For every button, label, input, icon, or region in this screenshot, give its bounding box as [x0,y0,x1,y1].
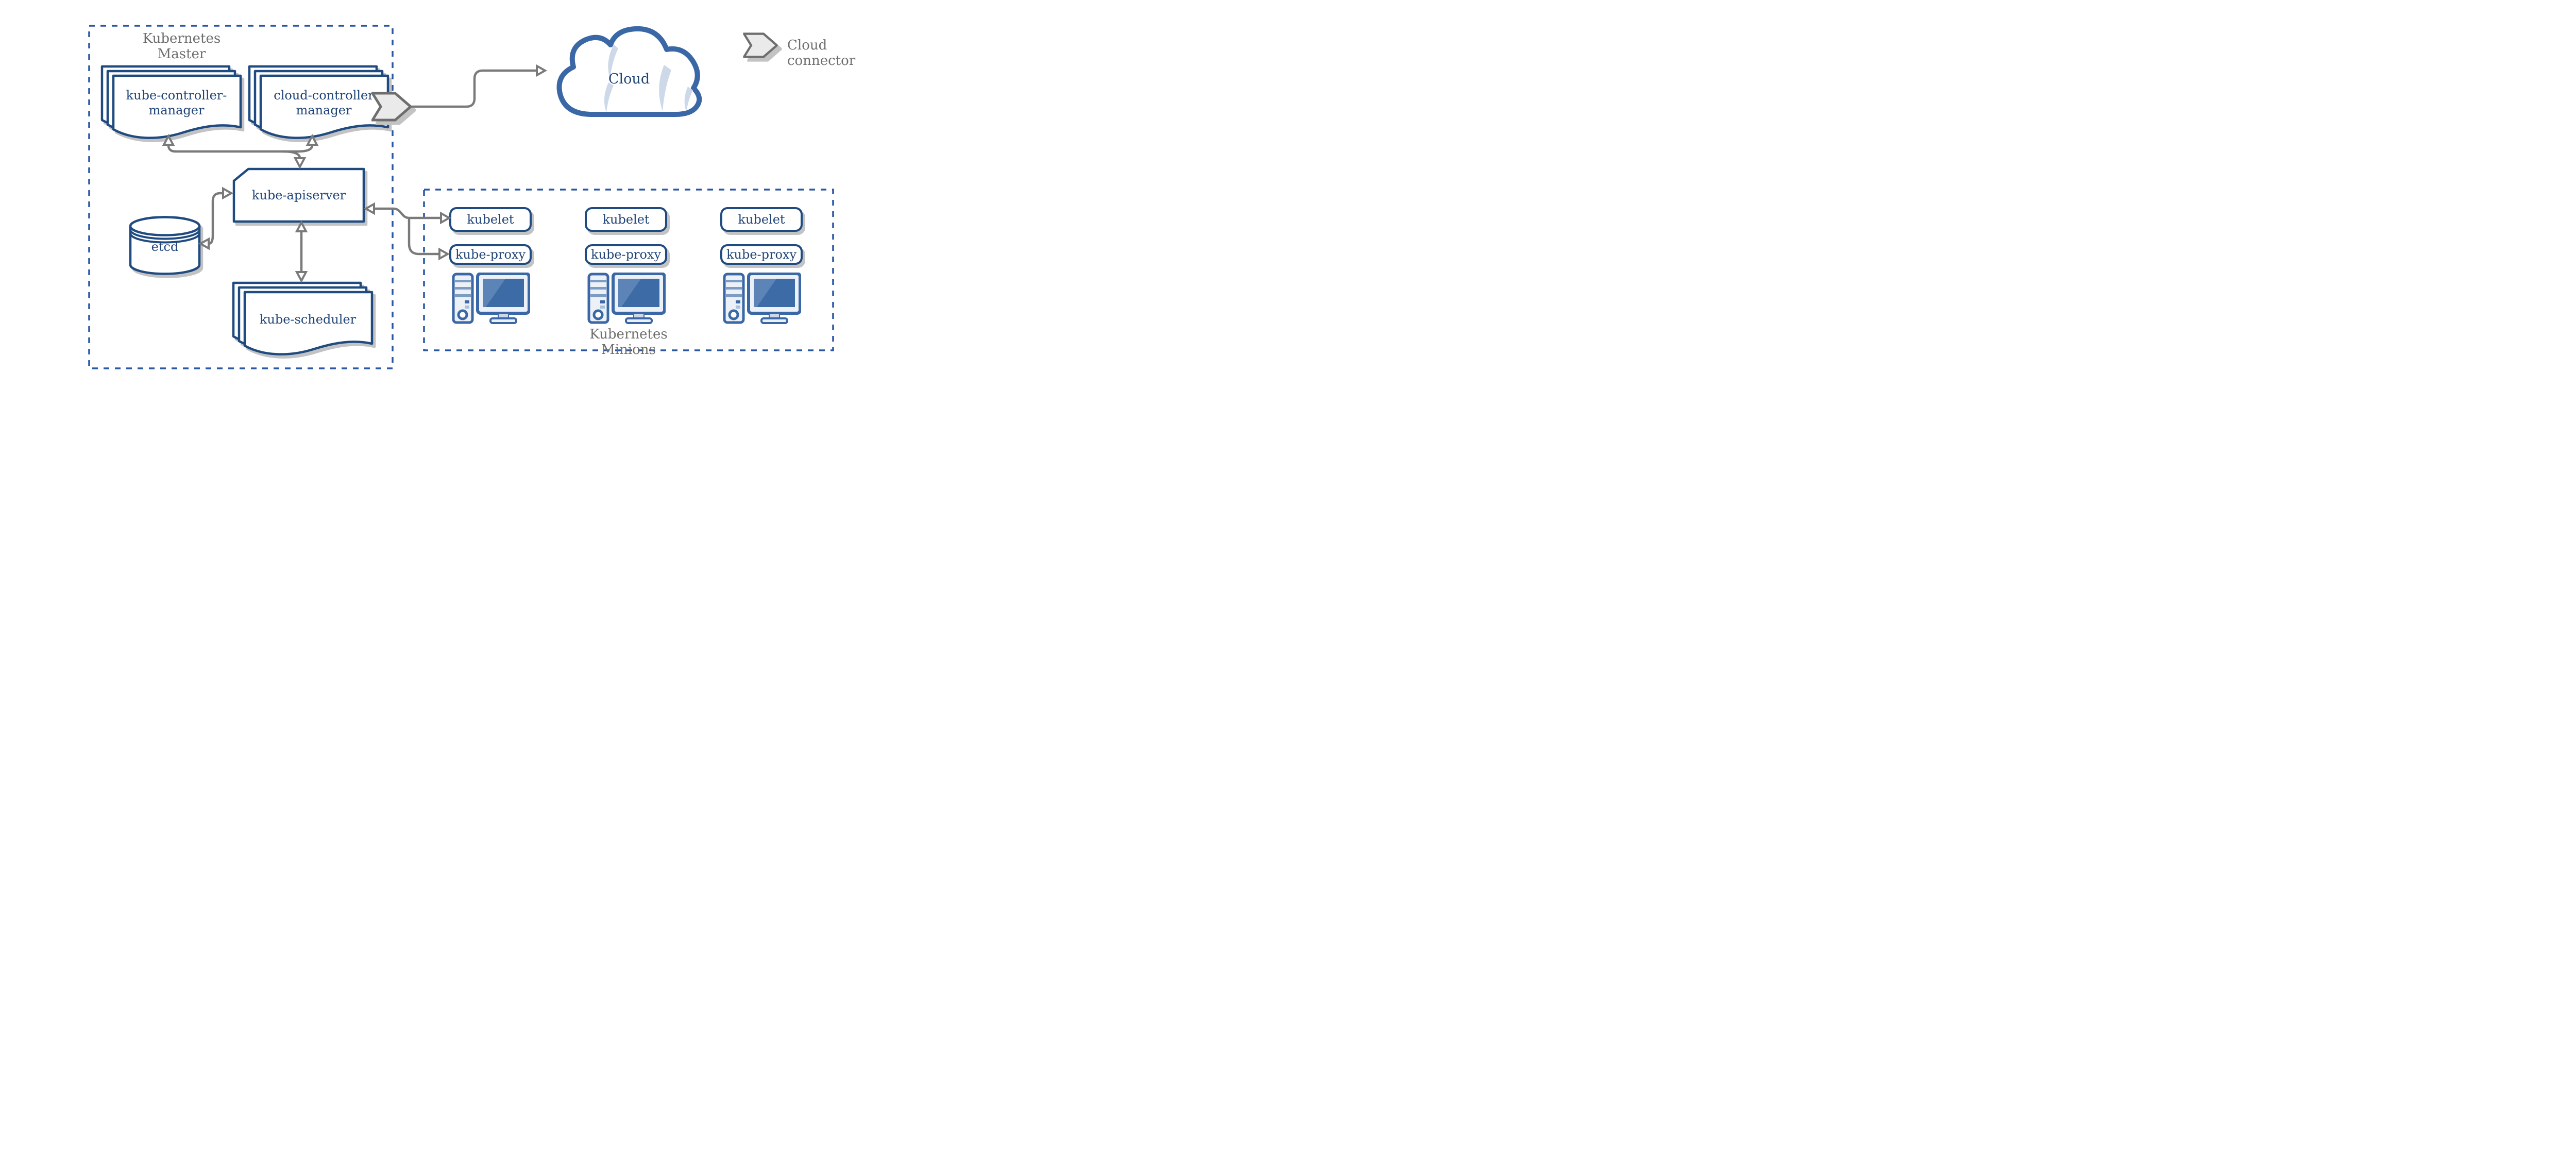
cloud-label: Cloud [608,71,650,87]
arrowhead-right-kubeproxy [438,247,450,261]
kube-proxy-node-2: kube-proxy [585,244,667,265]
kubelet-node-1: kubelet [449,207,532,232]
cloud-shine-crescent [684,87,693,111]
kube-proxy-label: kube-proxy [726,247,797,262]
kubelet-node-3: kubelet [720,207,803,232]
kube-proxy-label: kube-proxy [455,247,526,262]
etcd-label: etcd [151,240,179,254]
kube-scheduler-label: kube-scheduler [259,312,357,327]
master-group-title: Kubernetes Master [129,31,234,62]
cloud-shine-crescent [604,82,614,112]
minions-group-title: Kubernetes Minions [574,327,683,358]
legend-cloud-connector-label: Cloud connector [787,38,856,69]
master-title-line2: Master [157,46,206,62]
desktop-computer-icon [587,273,666,324]
arrow-rail-to-apiserver [282,150,301,159]
master-title-line1: Kubernetes [142,31,221,46]
kubelet-node-2: kubelet [585,207,667,232]
arrowhead-left-apiserver-right [363,202,375,215]
arrowhead-right-cloud [536,64,548,77]
kube-proxy-label: kube-proxy [590,247,662,262]
cloud-controller-manager-node: cloud-controller manager [248,65,388,138]
database-icon [129,216,201,275]
etcd-node: etcd [129,216,201,277]
arrowhead-right-apiserver-left [222,186,234,200]
arrow-apiserver-kubelet [367,207,441,219]
legend-cloud-connector-chevron-icon [741,32,780,58]
arrowhead-left-etcd [198,237,210,250]
arrow-rail-to-ccm [282,145,314,153]
cloud-node: Cloud [548,23,710,124]
minions-title-line2: Minions [601,342,656,358]
kube-proxy-node-1: kube-proxy [449,244,532,265]
kubelet-label: kubelet [467,212,514,227]
kubernetes-architecture-diagram: Kubernetes Master kube-controller- manag… [0,0,888,384]
cloud-controller-manager-label: cloud-controller manager [274,88,374,117]
kube-proxy-node-3: kube-proxy [720,244,803,265]
kube-controller-manager-node: kube-controller- manager [100,65,241,138]
kubelet-label: kubelet [738,212,785,227]
kube-scheduler-node: kube-scheduler [232,281,372,354]
arrowhead-down-apiserver [293,157,307,169]
cloud-connector-chevron-icon [371,92,412,122]
kubelet-label: kubelet [602,212,650,227]
desktop-computer-icon [452,273,530,324]
kube-controller-manager-label: kube-controller- manager [126,88,227,117]
cloud-shine-crescent [659,65,671,111]
cloud-shine-crescent [608,44,618,78]
cloud-icon [556,26,702,117]
arrow-apiserver-etcd [208,192,223,245]
arrow-controllers-rail [167,145,282,153]
minions-title-line1: Kubernetes [589,327,668,342]
kube-apiserver-label: kube-apiserver [251,188,346,202]
arrowhead-down-scheduler [295,271,308,283]
arrow-ccm-cloud [412,69,537,108]
kube-apiserver-node: kube-apiserver [232,167,366,224]
desktop-computer-icon [723,273,801,324]
arrowhead-right-kubelet [440,211,452,225]
arrow-apiserver-kubeproxy [408,218,439,256]
